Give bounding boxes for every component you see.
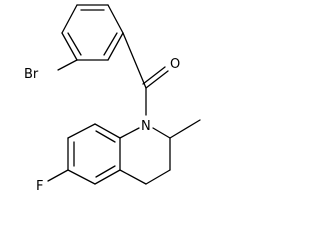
bond-c8-c7	[67, 123, 96, 139]
tetrahydroquinoline	[67, 119, 201, 185]
bond-c8a-c8	[94, 123, 121, 139]
bond-ring1-e-inner	[67, 32, 82, 56]
bond-c5-c4a	[94, 169, 121, 185]
bond-c2-methyl	[169, 119, 201, 139]
bond-c6-c5	[67, 169, 96, 185]
bond-c8a-c8-inner	[95, 130, 116, 143]
bond-ring1-c	[107, 32, 124, 61]
bond-ring1-e	[61, 32, 78, 61]
bond-c4-c4a	[119, 169, 147, 185]
bond-n-c2	[152, 127, 171, 139]
bond-ring1-c-inner	[103, 32, 118, 56]
oxygen-label: O	[170, 57, 180, 72]
bond-c3-c4	[145, 169, 171, 185]
bond-c8a-n	[119, 127, 140, 139]
bond-c-o-second	[142, 66, 166, 85]
chemical-structure: Br O N F	[24, 4, 201, 194]
bromophenyl-ring	[61, 4, 124, 61]
bromine-label: Br	[24, 67, 39, 82]
bond-c-br	[57, 59, 78, 71]
bond-c5-c4a-inner	[95, 165, 116, 178]
bond-ring1-f	[61, 4, 78, 34]
bond-c-f	[47, 169, 69, 182]
fluorine-label: F	[36, 179, 43, 194]
bond-ring1-b	[107, 4, 124, 34]
nitrogen-label: N	[141, 119, 151, 134]
bond-c-o	[145, 70, 169, 89]
bond-ring-carbonyl	[122, 32, 147, 89]
